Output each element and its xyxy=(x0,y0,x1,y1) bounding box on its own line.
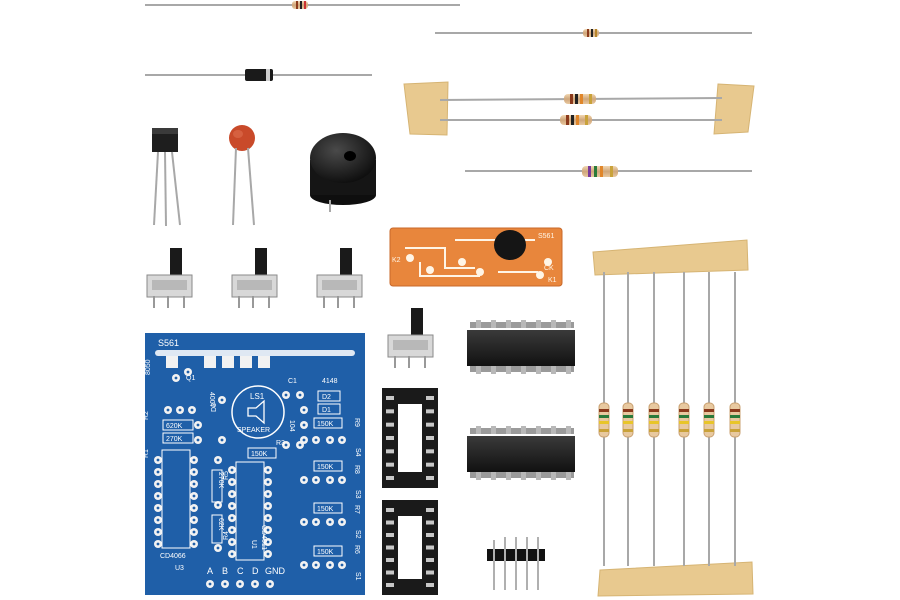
pcb-r8: R8 xyxy=(353,465,360,474)
resistor-loose xyxy=(465,166,752,177)
svg-text:270K: 270K xyxy=(166,436,183,443)
vertical-resistor xyxy=(729,402,741,438)
svg-text:150K: 150K xyxy=(317,549,334,556)
svg-text:150K: 150K xyxy=(317,421,334,428)
pcb-r3: R3 xyxy=(276,440,285,447)
pcb-ic1-outline xyxy=(235,461,265,561)
svg-text:150K: 150K xyxy=(317,506,334,513)
pcb-board: S561 LS1 SPEAKER 8050 Q1 4007 C1 4148 10… xyxy=(143,333,365,595)
pcb-d2-box: D2 xyxy=(317,390,341,402)
vertical-resistor xyxy=(703,402,715,438)
pcb-r4: R4 xyxy=(223,531,230,540)
slide-switch-1 xyxy=(146,248,193,308)
svg-text:D1: D1 xyxy=(322,407,331,414)
pcb-c2: 104 xyxy=(288,420,295,432)
pcb-value-box-270k-v: 270K xyxy=(211,469,224,503)
module-label-ck: CK xyxy=(544,265,554,272)
slide-switch-2 xyxy=(231,248,278,308)
svg-text:270K: 270K xyxy=(217,472,224,489)
resistor-top-2 xyxy=(435,29,752,37)
pcb-r1: R1 xyxy=(143,449,150,458)
resistor-top-1 xyxy=(145,1,460,9)
pin-header xyxy=(487,537,545,590)
pcb-r5: R5 xyxy=(223,471,230,480)
vertical-resistor xyxy=(622,402,634,438)
pcb-connector-labels: A B C D GND xyxy=(207,566,286,576)
svg-text:150K: 150K xyxy=(317,464,334,471)
pcb-ic1-ref: U1 xyxy=(250,540,257,549)
pcb-value-box-150k-r8: 150K xyxy=(313,460,343,472)
pcb-ic2-ref: U3 xyxy=(175,565,184,572)
pcb-value-box-150k-r6: 150K xyxy=(313,545,343,557)
dip-ic-2 xyxy=(467,428,575,478)
pcb-r9: R9 xyxy=(353,418,360,427)
pcb-diode-part-2: 4148 xyxy=(322,378,338,385)
pcb-r7: R7 xyxy=(353,505,360,514)
svg-text:150K: 150K xyxy=(251,451,268,458)
pcb-d3: D3 xyxy=(211,403,218,412)
svg-text:D2: D2 xyxy=(322,394,331,401)
pcb-r6: R6 xyxy=(353,545,360,554)
speaker-ref: LS1 xyxy=(250,392,265,401)
vertical-resistor xyxy=(648,402,660,438)
pcb-value-box-270k: 270K xyxy=(162,432,194,444)
svg-text:62K: 62K xyxy=(217,518,224,531)
module-label-k1: K1 xyxy=(548,277,557,284)
slide-switch-3 xyxy=(316,248,363,308)
transistor-8050 xyxy=(152,128,181,227)
pcb-ic2-outline xyxy=(161,449,191,549)
taped-resistor-strip-large xyxy=(592,239,754,597)
pcb-s2: S2 xyxy=(354,530,361,539)
pcb-q1: Q1 xyxy=(186,375,195,382)
pcb-pin-gnd: GND xyxy=(265,566,286,576)
pcb-r2: R2 xyxy=(143,411,150,420)
pcb-value-box-62k: 62K xyxy=(211,514,224,544)
buzzer xyxy=(310,133,376,212)
pcb-s4: S4 xyxy=(354,448,361,457)
slide-switch-4 xyxy=(387,308,434,368)
pcb-pin-c: C xyxy=(237,566,244,576)
speaker-text: SPEAKER xyxy=(237,427,270,434)
pcb-model-label: S561 xyxy=(158,338,179,348)
pcb-value-box-150k-r3: 150K xyxy=(247,447,277,459)
pcb-value-box-620k: 620K xyxy=(162,419,194,431)
pcb-value-box-150k-r9: 150K xyxy=(313,417,343,429)
pcb-ic2-part: CD4066 xyxy=(160,553,186,560)
diode-1n4007 xyxy=(145,69,372,81)
pcb-transistor-part: 8050 xyxy=(145,359,152,375)
pcb-d1-box: D1 xyxy=(317,403,341,415)
module-label-model: S561 xyxy=(538,233,554,240)
module-label-k2: K2 xyxy=(392,257,401,264)
svg-text:620K: 620K xyxy=(166,423,183,430)
pcb-pin-b: B xyxy=(222,566,228,576)
pcb-s3: S3 xyxy=(354,490,361,499)
vertical-resistor xyxy=(598,402,610,438)
pcb-s1: S1 xyxy=(354,572,361,581)
pcb-diode-part-1: 4007 xyxy=(208,392,215,408)
pcb-c1: C1 xyxy=(288,378,297,385)
pcb-pin-a: A xyxy=(207,566,213,576)
pcb-value-box-150k-r7: 150K xyxy=(313,502,343,514)
dip-ic-1 xyxy=(467,322,575,372)
taped-resistor-strip-small xyxy=(403,81,755,136)
vertical-resistor xyxy=(678,402,690,438)
ceramic-capacitor xyxy=(229,125,255,226)
sound-module-board: S561 CK K1 K2 xyxy=(389,227,563,287)
pcb-pin-d: D xyxy=(252,566,259,576)
